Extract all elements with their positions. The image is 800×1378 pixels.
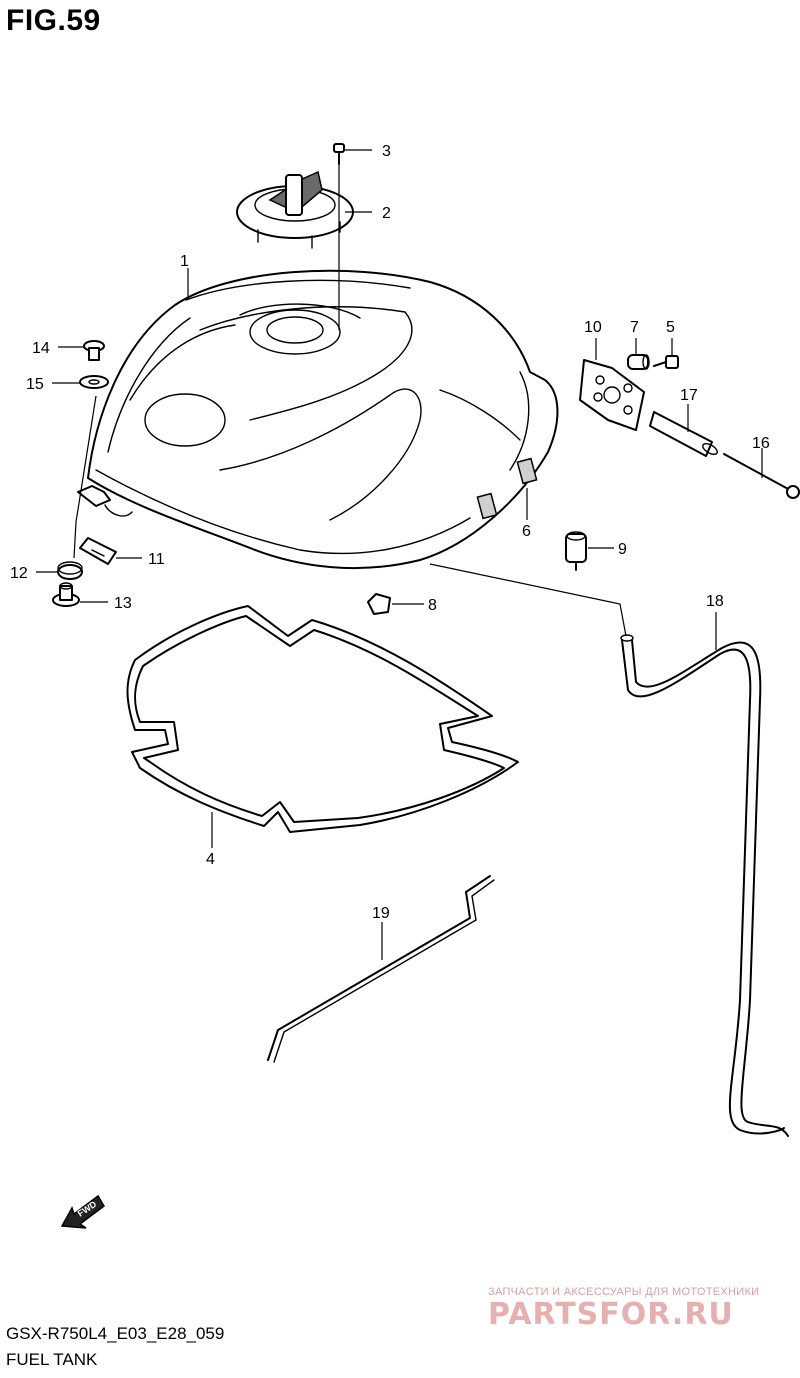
leader-lines	[36, 149, 763, 960]
screw-part-3[interactable]	[333, 143, 345, 165]
collar-part-13[interactable]	[52, 582, 80, 607]
clip-part-11[interactable]	[79, 537, 117, 565]
callout-5: 5	[666, 319, 675, 336]
callout-11: 11	[148, 551, 165, 568]
spacer-tube-part-17[interactable]	[649, 411, 719, 457]
figure-title: FIG.59	[6, 4, 101, 37]
fuel-tank-part[interactable]	[77, 269, 559, 570]
drain-tube-part-19[interactable]	[267, 875, 495, 1063]
callout-6: 6	[522, 523, 531, 540]
gasket-part[interactable]	[126, 605, 519, 833]
watermark-subtitle: ЗАПЧАСТИ И АКСЕССУАРЫ ДЛЯ МОТОТЕХНИКИ	[488, 1286, 760, 1298]
bolt-part-14[interactable]	[83, 340, 105, 361]
callout-labels: 1 2 3 4 5 6 7 8 9 10 11 12 13 14 15 16 1…	[10, 143, 770, 922]
fwd-arrow-icon: FWD	[60, 1194, 105, 1229]
cushion-part-12[interactable]	[57, 561, 83, 580]
callout-18: 18	[706, 593, 724, 610]
callout-10: 10	[584, 319, 602, 336]
watermark-logo: PARTSFOR.RU	[488, 1297, 734, 1332]
bolt-part-16[interactable]	[723, 453, 800, 499]
fuel-cap-part[interactable]	[236, 170, 354, 249]
callout-1: 1	[180, 253, 189, 270]
callout-19: 19	[372, 905, 390, 922]
washer-part-15[interactable]	[79, 375, 109, 389]
clip-part-8[interactable]	[367, 593, 391, 615]
figure-caption: FUEL TANK	[6, 1350, 98, 1369]
callout-13: 13	[114, 595, 132, 612]
spacer-part-7[interactable]	[627, 354, 650, 370]
callout-9: 9	[618, 541, 627, 558]
bolt-part-5[interactable]	[653, 355, 679, 369]
hose-part-18[interactable]	[620, 634, 789, 1137]
cushion-part-9[interactable]	[565, 531, 587, 571]
callout-16: 16	[752, 435, 770, 452]
callout-8: 8	[428, 597, 437, 614]
callout-17: 17	[680, 387, 698, 404]
callout-12: 12	[10, 565, 28, 582]
figure-code: GSX-R750L4_E03_E28_059	[6, 1324, 225, 1343]
callout-14: 14	[32, 340, 50, 357]
callout-7: 7	[630, 319, 639, 336]
callout-15: 15	[26, 376, 44, 393]
callout-3: 3	[382, 143, 391, 160]
bracket-part-10[interactable]	[579, 359, 645, 431]
callout-2: 2	[382, 205, 391, 222]
callout-4: 4	[206, 851, 215, 868]
